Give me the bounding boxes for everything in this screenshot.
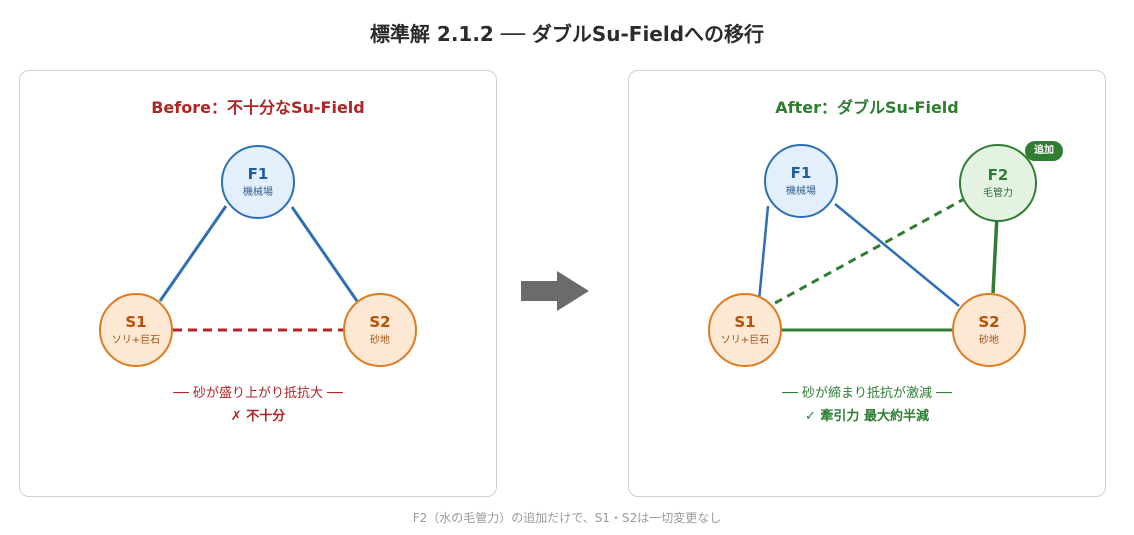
- node-sublabel: ソリ+巨石: [111, 334, 161, 346]
- footnote: F2（水の毛管力）の追加だけで、S1・S2は一切変更なし: [412, 511, 722, 525]
- before-title: Before：不十分なSu-Field: [151, 98, 365, 117]
- node-sublabel: 機械場: [243, 186, 273, 198]
- after-node-f1: F1 機械場: [764, 144, 838, 218]
- link-f1-s1: [158, 205, 228, 302]
- link-f2-s2: [991, 214, 999, 294]
- added-badge: 追加: [1025, 141, 1063, 161]
- node-label: F1: [247, 164, 269, 183]
- after-caption: ── 砂が締まり抵抗が激減 ──: [782, 386, 952, 401]
- link-f1-s2: [834, 203, 960, 307]
- node-sublabel: 砂地: [370, 334, 390, 346]
- after-title: After：ダブルSu-Field: [775, 98, 959, 117]
- page-title: 標準解 2.1.2 ── ダブルSu-Fieldへの移行: [369, 22, 765, 46]
- before-panel: Before：不十分なSu-Field F1 機械場 S1 ソリ+巨石 S2 砂…: [19, 70, 497, 497]
- node-label: F2: [987, 165, 1009, 184]
- after-node-s2: S2 砂地: [952, 293, 1026, 367]
- node-label: S1: [125, 312, 147, 331]
- before-caption: ── 砂が盛り上がり抵抗大 ──: [173, 386, 343, 401]
- transition-arrow-icon: [521, 271, 589, 311]
- node-sublabel: 機械場: [786, 185, 816, 197]
- node-label: F1: [790, 163, 812, 182]
- after-verdict: ✓ 牽引力 最大約半減: [805, 409, 929, 424]
- after-panel: After：ダブルSu-Field F1 機械場 F2 毛管力 追加 S1 ソリ…: [628, 70, 1106, 497]
- after-links: [757, 196, 999, 332]
- before-verdict: ✗ 不十分: [230, 409, 286, 424]
- before-node-s2: S2 砂地: [343, 293, 417, 367]
- link-f1-s1: [757, 205, 770, 302]
- before-links: [158, 205, 359, 332]
- before-node-f1: F1 機械場: [221, 145, 295, 219]
- node-label: S2: [978, 312, 1000, 331]
- before-node-s1: S1 ソリ+巨石: [99, 293, 173, 367]
- node-label: S1: [734, 312, 756, 331]
- link-f1-s2: [290, 206, 359, 302]
- node-sublabel: 砂地: [979, 334, 999, 346]
- node-sublabel: 毛管力: [983, 187, 1013, 199]
- node-label: S2: [369, 312, 391, 331]
- after-node-f2: F2 毛管力: [959, 144, 1037, 222]
- after-node-s1: S1 ソリ+巨石: [708, 293, 782, 367]
- node-sublabel: ソリ+巨石: [720, 334, 770, 346]
